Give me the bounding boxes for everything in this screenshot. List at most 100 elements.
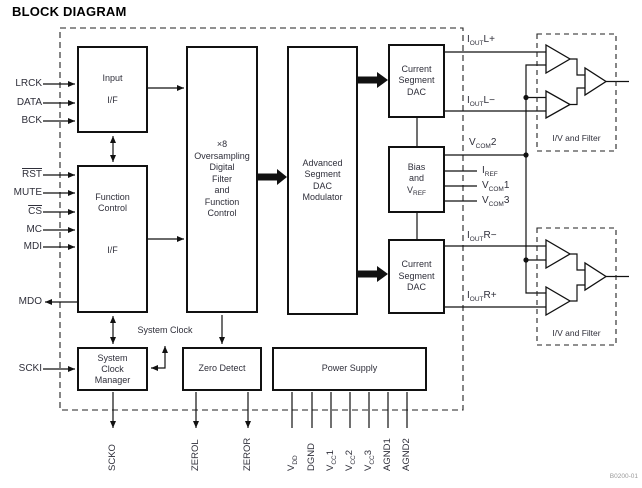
wire-system-clock-elbow xyxy=(151,346,168,371)
block-current-segment-dac-left: Current Segment DAC xyxy=(388,44,445,118)
block-label: ×8 xyxy=(216,139,228,150)
block-bias-vref: Bias and VREF xyxy=(388,146,445,213)
block-label: Control xyxy=(207,208,237,219)
block-label: Advanced xyxy=(302,157,343,168)
pin-label-vcc2: VCC2 xyxy=(344,429,357,471)
pin-label-text: RST xyxy=(22,169,42,180)
block-label: Segment xyxy=(398,270,435,281)
pin-pre: AGND2 xyxy=(401,438,412,471)
block-label: Filter xyxy=(212,173,232,184)
iv-filter-right-box xyxy=(536,227,617,346)
chip-dashed-boundary xyxy=(59,27,464,411)
pin-label-mdi: MDI xyxy=(23,241,42,252)
pin-label-cs: CS xyxy=(6,206,42,218)
block-zero-detect: Zero Detect xyxy=(182,347,262,391)
junction-dot xyxy=(523,257,529,263)
pin-sub: COM xyxy=(475,142,491,150)
block-dac-modulator: Advanced Segment DAC Modulator xyxy=(287,46,358,315)
block-label: Segment xyxy=(304,169,341,179)
opamp-icon xyxy=(545,89,572,120)
pin-label-text: CS xyxy=(28,206,42,217)
block-label: Power Supply xyxy=(321,363,378,374)
pin-label-scki: SCKI xyxy=(18,363,42,374)
pin-post: L− xyxy=(483,95,495,106)
block-label: and xyxy=(214,185,230,196)
iv-filter-left-box xyxy=(536,33,617,152)
pin-label-agnd1: AGND1 xyxy=(382,429,394,471)
iv-filter-right-drawing xyxy=(536,227,617,346)
pin-label-scko: SCKO xyxy=(107,429,119,471)
page-title: BLOCK DIAGRAM xyxy=(12,4,127,19)
junction-dots xyxy=(523,94,529,263)
pin-pre: V xyxy=(482,195,489,206)
pin-pre: I xyxy=(482,165,485,176)
pin-pre: V xyxy=(344,464,355,471)
block-label: and xyxy=(408,173,425,184)
pin-sub: OUT xyxy=(469,39,484,47)
system-clock-label: System Clock xyxy=(137,325,193,335)
pin-label-bck: BCK xyxy=(21,115,42,126)
pin-sub: CC xyxy=(330,455,338,465)
wire-opamp-r2-out xyxy=(570,284,585,302)
pin-pre: AGND1 xyxy=(382,438,393,471)
pin-sub: DD xyxy=(291,455,299,465)
block-system-clock-manager: System Clock Manager xyxy=(77,347,148,391)
pin-label-ioutr-plus: IOUTR+ xyxy=(467,290,497,303)
block-label: DAC xyxy=(312,180,332,191)
vref-pre: V xyxy=(406,184,413,195)
pin-label-data: DATA xyxy=(16,97,42,108)
pin-pre: SCKO xyxy=(107,444,118,471)
block-label: Segment xyxy=(398,75,435,86)
block-function-control: Function Control I/F xyxy=(77,165,148,313)
pin-sub: REF xyxy=(484,170,498,178)
block-oversampling-filter: ×8 Oversampling Digital Filter and Funct… xyxy=(186,46,258,313)
opamp-icon xyxy=(545,238,572,270)
block-current-segment-dac-right: Current Segment DAC xyxy=(388,239,445,314)
opamp-icon xyxy=(584,66,608,97)
pin-sub: OUT xyxy=(469,100,484,108)
block-label: Modulator xyxy=(302,192,343,202)
iv-filter-right-label: I/V and Filter xyxy=(552,328,601,338)
pin-post: 2 xyxy=(490,137,497,148)
pin-label-vcom3: VCOM3 xyxy=(482,195,509,208)
pin-pre: I xyxy=(467,95,470,106)
pin-sub: CC xyxy=(349,455,357,465)
pin-sub: COM xyxy=(488,185,504,193)
block-input-if: Input I/F xyxy=(77,46,148,133)
junction-dot xyxy=(523,152,529,158)
vref-sub: REF xyxy=(413,190,426,198)
pin-label-vcc1: VCC1 xyxy=(325,429,338,471)
block-label: DAC xyxy=(406,282,426,293)
pin-pre: I xyxy=(467,230,470,241)
wire-opamp-l2-out xyxy=(570,87,585,106)
block-label: Current xyxy=(401,259,432,270)
pin-pre: DGND xyxy=(306,443,317,471)
wire-opamp-r1-out xyxy=(570,253,585,271)
pin-post: 1 xyxy=(503,180,510,191)
junction-dot xyxy=(523,94,529,101)
block-label: Control xyxy=(97,203,127,214)
pin-pre: I xyxy=(467,34,470,45)
block-label-vref: VREF xyxy=(407,185,426,198)
opamp-icon xyxy=(545,285,572,317)
pin-post: L+ xyxy=(483,34,495,45)
figure-id: B0200-01 xyxy=(609,473,638,480)
iv-filter-left-label: I/V and Filter xyxy=(552,133,601,143)
pin-post: R+ xyxy=(483,290,497,301)
signal-lines xyxy=(43,51,629,428)
pin-label-vdd: VDD xyxy=(286,429,299,471)
pin-label-mdo: MDO xyxy=(18,296,42,307)
thick-bus-arrows xyxy=(258,72,388,282)
pin-pre: ZEROR xyxy=(242,437,253,471)
pin-label-iref: IREF xyxy=(482,165,498,178)
block-label: Clock xyxy=(101,363,124,374)
pin-label-mc: MC xyxy=(26,224,42,235)
opamp-icon xyxy=(545,43,572,75)
block-label: Digital xyxy=(209,162,235,173)
opamp-icon xyxy=(584,261,608,292)
block-label: Bias xyxy=(407,161,426,172)
pin-label-vcom1: VCOM1 xyxy=(482,180,509,193)
pin-post: 3 xyxy=(503,195,510,206)
bus-arrow-modulator-to-dacl xyxy=(358,72,388,88)
